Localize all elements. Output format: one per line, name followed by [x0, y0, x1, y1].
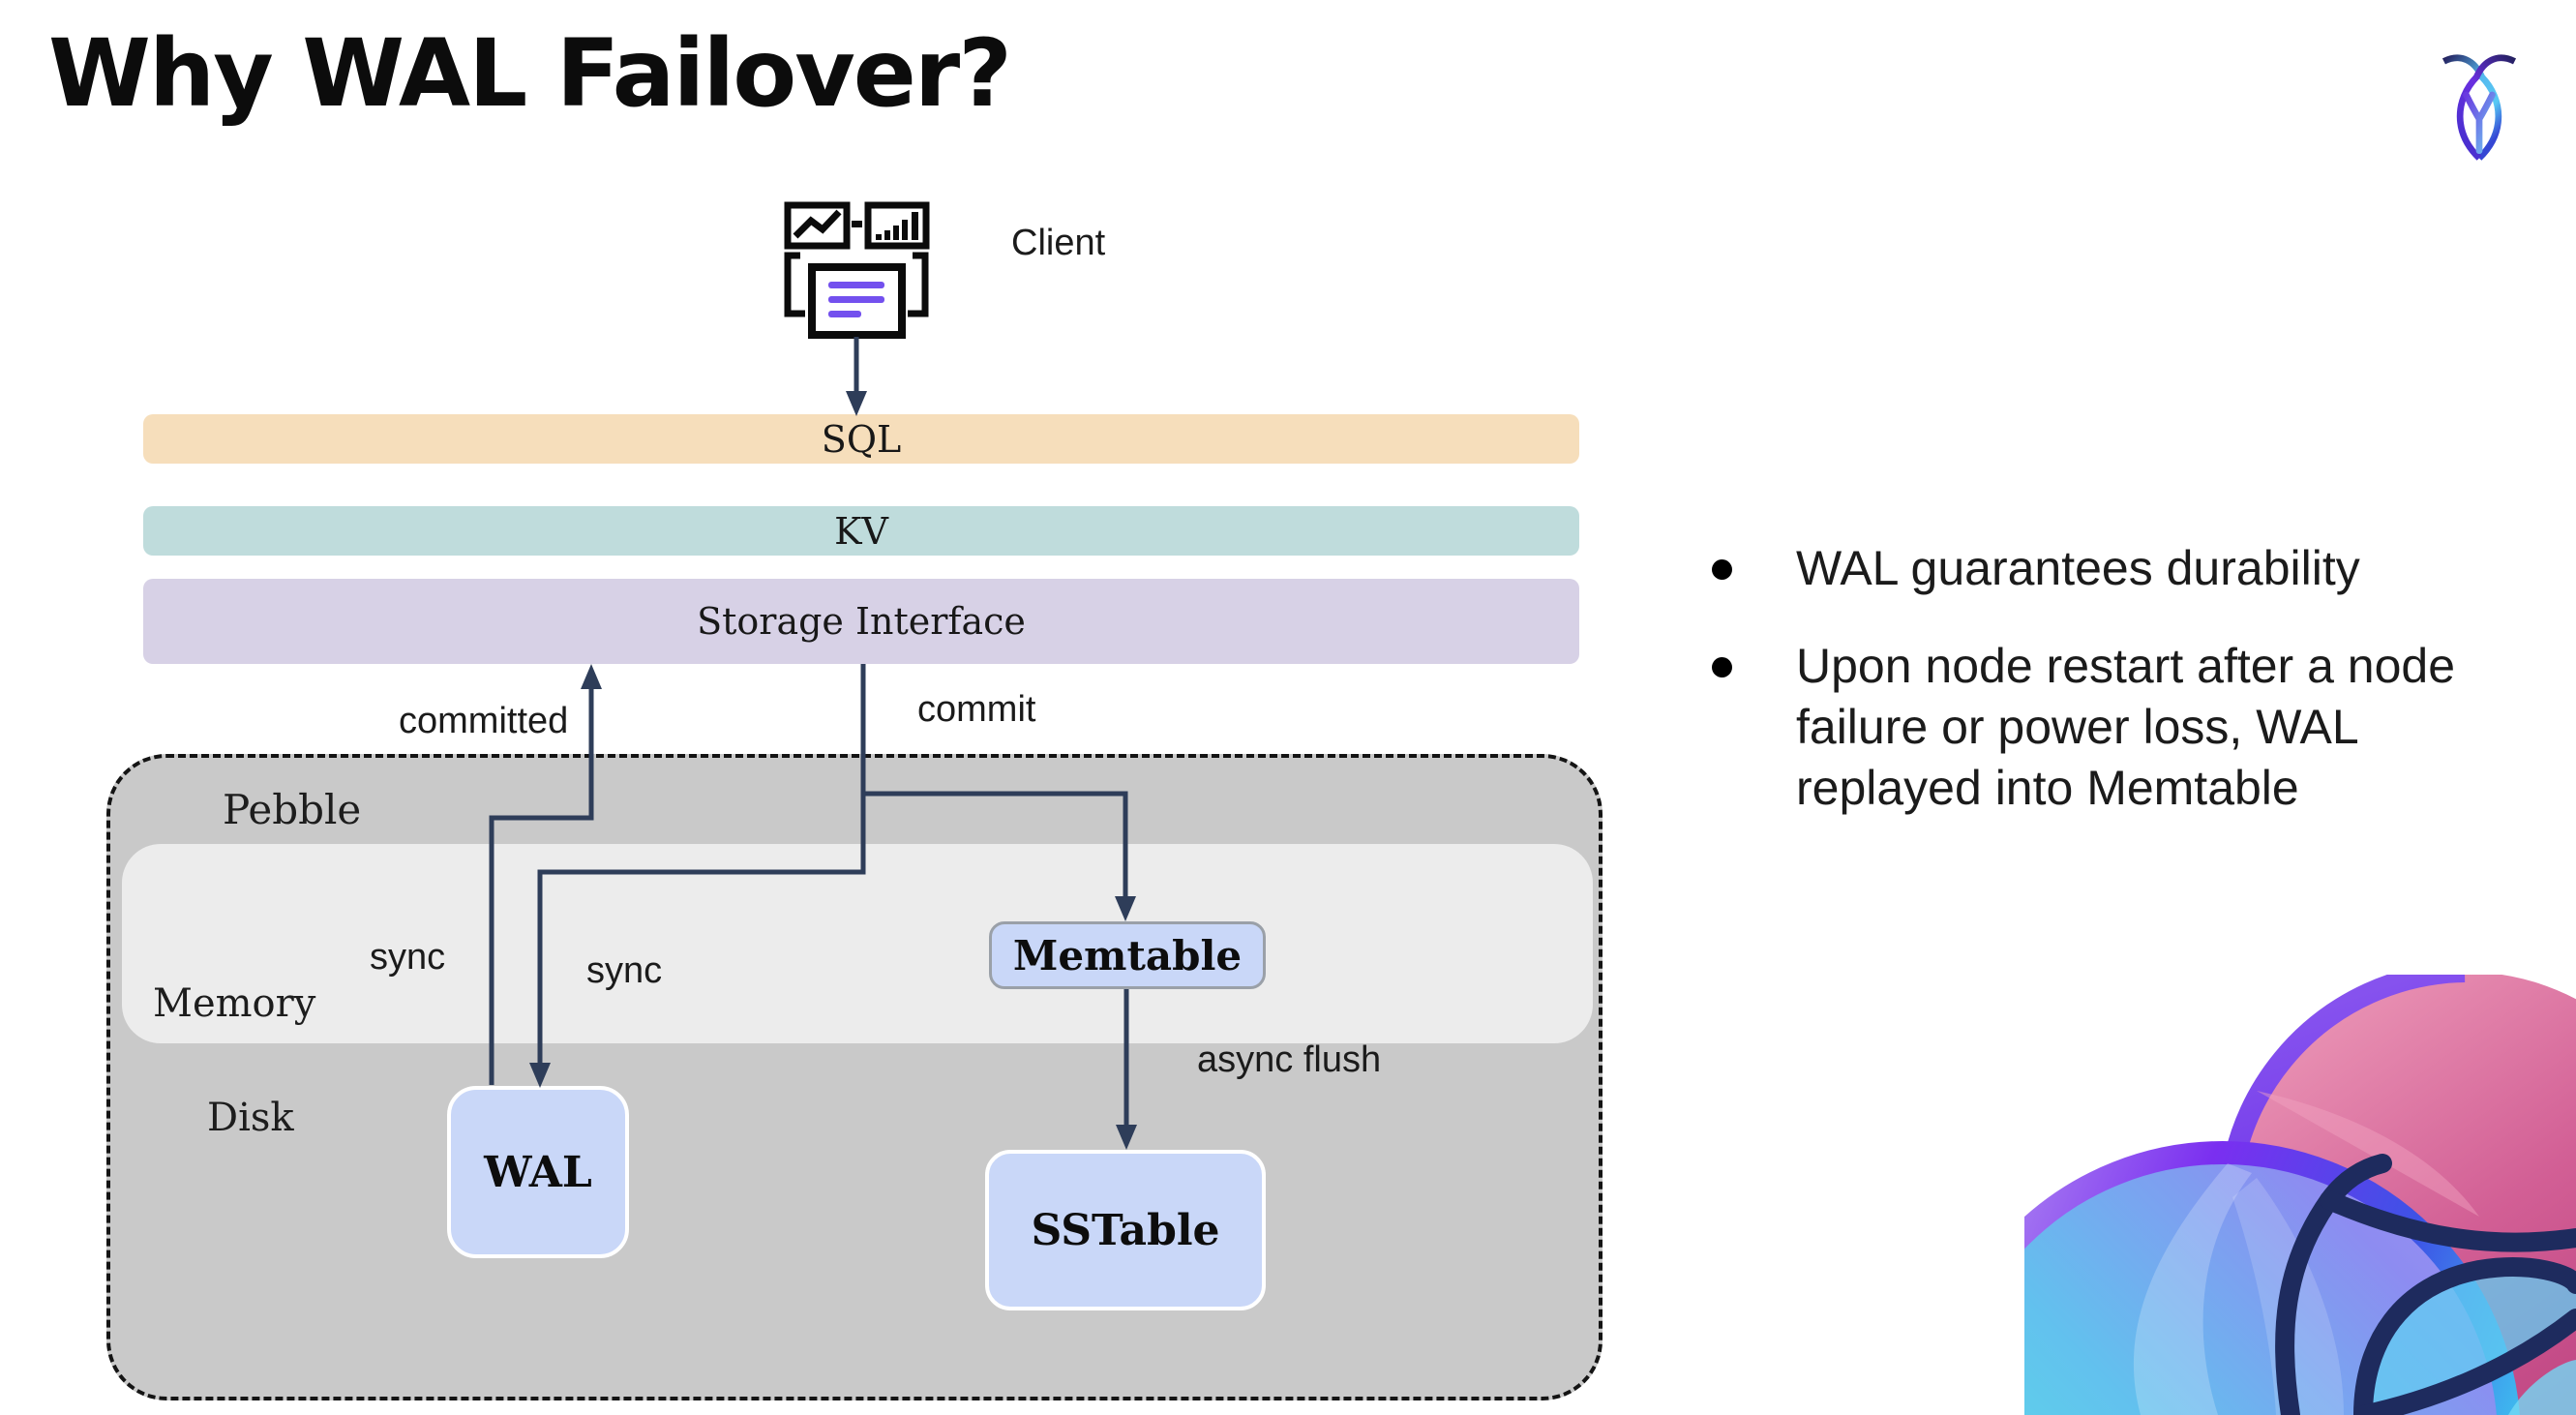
memtable-node: Memtable [989, 921, 1266, 989]
left-bracket-icon [784, 252, 805, 317]
client-label: Client [1011, 223, 1106, 263]
sql-shell-icon [808, 263, 906, 339]
dash-connector [852, 221, 862, 227]
roach-outline [2275, 1154, 2576, 1415]
right-bracket-icon [908, 252, 929, 317]
bullet-dot-icon [1712, 559, 1732, 580]
layer-kv: KV [143, 506, 1579, 556]
blue-sphere-rim [2024, 1141, 2520, 1415]
wal-node: WAL [447, 1086, 629, 1258]
async-flush-edge-label: async flush [1197, 1039, 1382, 1080]
memory-region [122, 844, 1593, 1043]
bullet-list: WAL guarantees durability Upon node rest… [1689, 538, 2540, 856]
decorative-brand-art [2024, 975, 2576, 1415]
sstable-node: SSTable [985, 1150, 1266, 1310]
layer-storage-interface-label: Storage Interface [697, 600, 1026, 643]
committed-edge-label: committed [399, 701, 569, 741]
client-icon [784, 201, 930, 339]
bar-chart-icon [864, 201, 930, 250]
list-item: WAL guarantees durability [1689, 538, 2540, 599]
sync-right-edge-label: sync [586, 950, 663, 991]
bullet-text: Upon node restart after a node failure o… [1796, 639, 2456, 815]
layer-sql: SQL [143, 414, 1579, 464]
bullet-dot-icon [1712, 657, 1732, 677]
pebble-label: Pebble [223, 786, 362, 833]
arrowhead-sql [846, 391, 867, 416]
page-title: Why WAL Failover? [48, 19, 1012, 128]
arrowhead-committed [581, 664, 602, 689]
disk-label: Disk [207, 1096, 294, 1140]
commit-edge-label: commit [917, 689, 1036, 730]
sync-left-edge-label: sync [370, 937, 446, 978]
wal-node-label: WAL [484, 1147, 592, 1197]
line-chart-icon [784, 201, 851, 250]
cockroachdb-logo-icon [2441, 54, 2517, 161]
list-item: Upon node restart after a node failure o… [1689, 636, 2540, 819]
memory-label: Memory [153, 981, 316, 1026]
bullet-text: WAL guarantees durability [1796, 541, 2360, 595]
sstable-node-label: SSTable [1031, 1205, 1220, 1255]
layer-storage-interface: Storage Interface [143, 579, 1579, 664]
memtable-node-label: Memtable [1012, 931, 1243, 979]
layer-kv-label: KV [834, 509, 888, 553]
layer-sql-label: SQL [821, 417, 902, 461]
